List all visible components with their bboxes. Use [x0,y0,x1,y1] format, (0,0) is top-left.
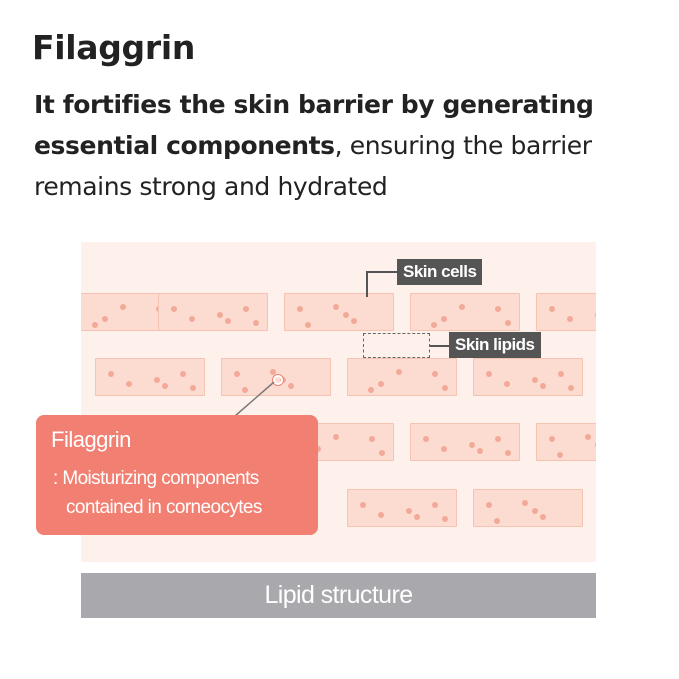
cell-dot [242,387,248,393]
cell-dot [360,502,366,508]
skin-cell [536,293,596,331]
cell-dot [154,377,160,383]
cell-dot [540,383,546,389]
cell-dot [120,304,126,310]
cell-dot [585,434,591,440]
skin-lipids-region [363,333,430,358]
cell-dot [297,306,303,312]
cell-dot [351,318,357,324]
lipid-structure-bar: Lipid structure [81,573,596,618]
cell-dot [414,514,420,520]
cell-dot [549,436,555,442]
cell-dot [189,316,195,322]
cell-dot [305,322,311,328]
cell-dot [280,377,286,383]
description-rest: , ensuring the barrier remains strong an… [34,131,592,201]
skin-cell [95,358,205,396]
cell-dot [494,518,500,524]
cell-dot [568,385,574,391]
cell-dot [505,320,511,326]
cell-dot [495,436,501,442]
cell-dot [378,381,384,387]
skin-cell [410,293,520,331]
cell-dot [441,316,447,322]
description-bold: It fortifies the skin barrier by generat… [34,90,594,160]
cell-dot [102,316,108,322]
skin-lipids-label: Skin lipids [449,332,541,358]
skin-cells-label: Skin cells [397,259,483,285]
cell-dot [162,383,168,389]
cell-dot [126,381,132,387]
filaggrin-card: Filaggrin : Moisturizing components cont… [36,415,318,535]
cell-dot [495,306,501,312]
cell-dot [180,371,186,377]
cell-dot [442,385,448,391]
cell-dot [225,318,231,324]
cell-dot [108,371,114,377]
cell-dot [595,442,596,448]
cell-dot [396,369,402,375]
skin-cell [158,293,268,331]
cell-dot [567,316,573,322]
skin-cell [536,423,596,461]
cell-dot [522,500,528,506]
cell-dot [442,516,448,522]
skin-cell [473,489,583,527]
cell-dot [505,450,511,456]
filaggrin-marker [273,375,283,385]
cell-dot [532,377,538,383]
cell-dot [333,304,339,310]
cell-dot [92,322,98,328]
cell-dot [432,371,438,377]
cell-dot [441,446,447,452]
cell-dot [557,452,563,458]
cell-dot [343,312,349,318]
cell-dot [459,304,465,310]
skin-cells-leader-vertical [366,271,368,297]
page-title: Filaggrin [32,28,196,67]
cell-dot [406,508,412,514]
skin-cell [410,423,520,461]
cell-dot [477,448,483,454]
cell-dot [270,369,276,375]
filaggrin-card-line-1: : Moisturizing components [53,468,259,489]
cell-dot [469,442,475,448]
skin-cell [347,489,457,527]
cell-dot [549,306,555,312]
cell-dot [379,450,385,456]
filaggrin-leader [234,381,275,417]
cell-dot [431,322,437,328]
skin-lipids-leader [430,345,450,347]
cell-dot [378,512,384,518]
skin-cell [347,358,457,396]
cell-dot [190,385,196,391]
skin-cell [284,293,394,331]
cell-dot [486,371,492,377]
cell-dot [368,387,374,393]
cell-dot [217,312,223,318]
cell-dot [558,371,564,377]
cell-dot [243,306,249,312]
cell-dot [253,320,259,326]
cell-dot [432,502,438,508]
cell-dot [595,312,596,318]
cell-dot [234,371,240,377]
cell-dot [369,436,375,442]
cell-dot [486,502,492,508]
cell-dot [171,306,177,312]
description: It fortifies the skin barrier by generat… [34,84,654,207]
cell-dot [540,514,546,520]
cell-dot [315,446,321,452]
cell-dot [333,434,339,440]
filaggrin-card-line-2: contained in corneocytes [66,497,262,518]
cell-dot [288,383,294,389]
filaggrin-card-title: Filaggrin [51,427,131,452]
skin-cells-leader-horizontal [366,271,398,273]
cell-dot [504,381,510,387]
cell-dot [532,508,538,514]
cell-dot [423,436,429,442]
skin-cell [473,358,583,396]
